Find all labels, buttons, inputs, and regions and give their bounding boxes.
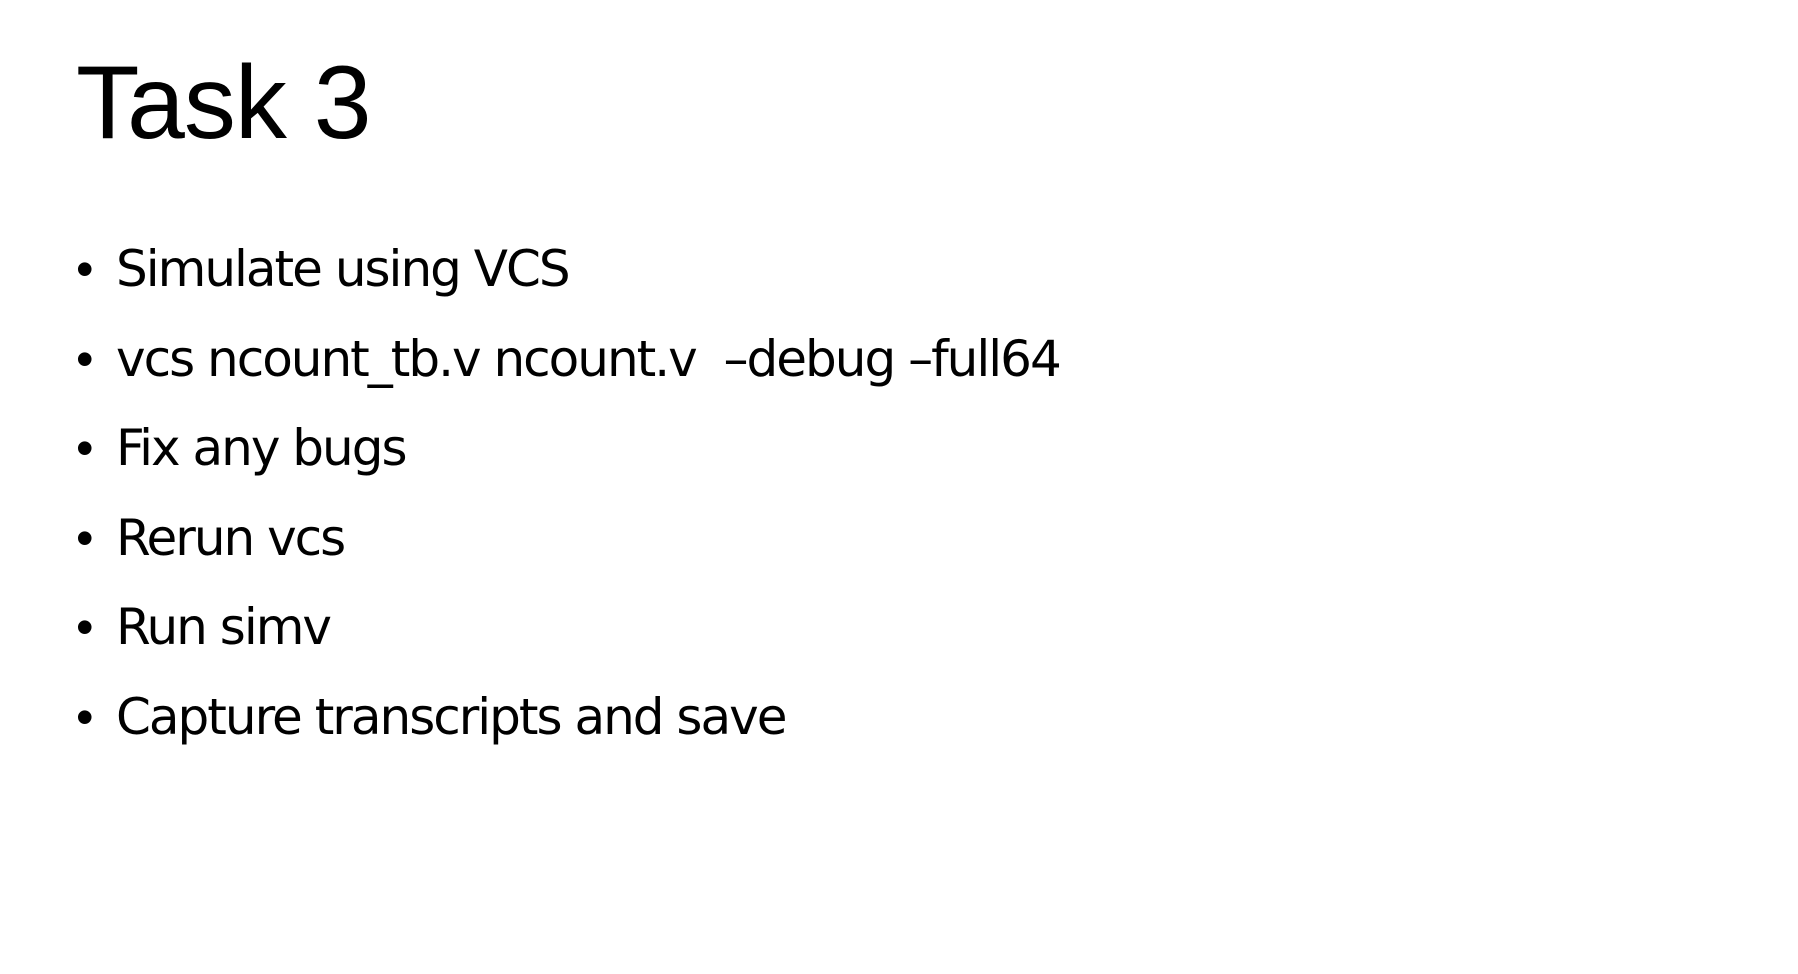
bullet-dot-icon: • <box>76 330 94 387</box>
bullet-dot-icon: • <box>76 688 94 745</box>
bullet-item: • vcs ncount_tb.v ncount.v –debug –full6… <box>76 329 1062 424</box>
bullet-item: • Run simv <box>76 602 1060 692</box>
bullet-text: Fix any bugs <box>116 419 408 477</box>
bullet-item: • Simulate using VCS <box>76 244 1060 334</box>
bullet-text: vcs ncount_tb.v ncount.v –debug –full64 <box>116 329 1062 388</box>
bullet-item: • Rerun vcs <box>76 513 1060 603</box>
bullet-dot-icon: • <box>76 241 94 297</box>
bullet-text: Simulate using VCS <box>116 240 571 298</box>
bullet-dot-icon: • <box>76 599 94 655</box>
bullet-text: Rerun vcs <box>116 508 346 567</box>
slide-title: Task 3 <box>76 45 372 161</box>
bullet-item: • Capture transcripts and save <box>76 692 1060 782</box>
bullet-text: Run simv <box>116 598 332 656</box>
bullet-list: • Simulate using VCS • vcs ncount_tb.v n… <box>76 244 1062 782</box>
bullet-dot-icon: • <box>76 509 94 566</box>
bullet-item: • Fix any bugs <box>76 423 1060 513</box>
bullet-text: Capture transcripts and save <box>116 687 787 746</box>
bullet-dot-icon: • <box>76 420 94 476</box>
